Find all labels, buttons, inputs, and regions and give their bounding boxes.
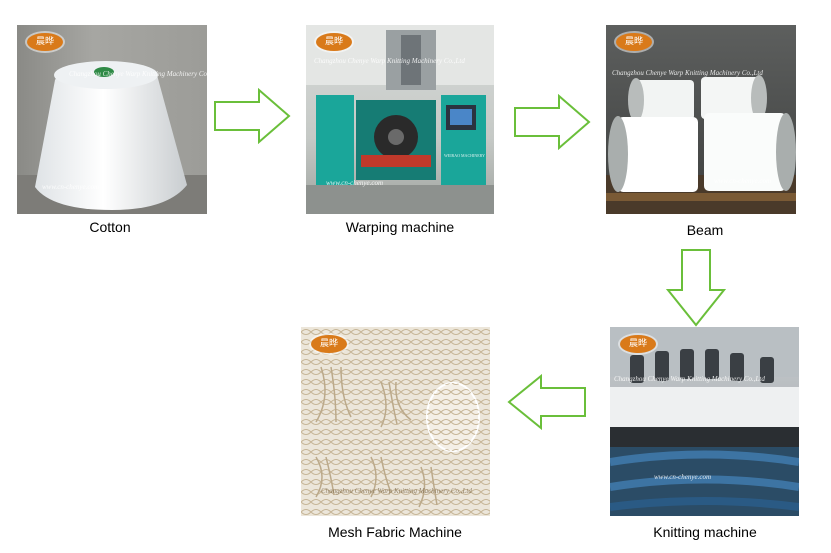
hollow-block-arrow-icon bbox=[666, 249, 726, 327]
brand-logo: 晨晔 bbox=[316, 33, 352, 51]
knitting-machine-photo: 晨晔 Changzhou Chenye Warp Knitting Machin… bbox=[610, 327, 799, 516]
step-caption: Cotton bbox=[89, 219, 131, 235]
mesh-fabric-image bbox=[301, 327, 490, 516]
company-watermark: Changzhou Chenye Warp Knitting Machinery… bbox=[612, 69, 763, 77]
panel-label: WEIRAO MACHINERY bbox=[444, 153, 485, 158]
company-watermark: Changzhou Chenye Warp Knitting Machinery… bbox=[614, 375, 765, 383]
brand-logo: 晨晔 bbox=[616, 33, 652, 51]
url-watermark: www.cn-chenye.com bbox=[714, 177, 772, 185]
warping-machine-photo: 晨晔 Changzhou Chenye Warp Knitting Machin… bbox=[306, 25, 494, 214]
cotton-photo: 晨晔 Changzhou Chenye Warp Knitting Machin… bbox=[17, 25, 207, 214]
warping-machine-image bbox=[306, 25, 494, 214]
cotton-cone-image bbox=[17, 61, 207, 214]
step-caption: Knitting machine bbox=[653, 524, 757, 540]
step-caption: Warping machine bbox=[345, 219, 455, 235]
hollow-block-arrow-icon bbox=[514, 94, 591, 150]
company-watermark: Changzhou Chenye Warp Knitting Machinery… bbox=[69, 70, 207, 78]
company-watermark: Changzhou Chenye Warp Knitting Machinery… bbox=[321, 487, 472, 495]
brand-logo: 晨晔 bbox=[27, 33, 63, 51]
brand-logo: 晨晔 bbox=[311, 335, 347, 353]
step-caption: Mesh Fabric Machine bbox=[328, 524, 462, 540]
company-watermark: Changzhou Chenye Warp Knitting Machinery… bbox=[314, 57, 465, 65]
hollow-block-arrow-icon bbox=[214, 88, 291, 144]
beam-image bbox=[606, 75, 796, 214]
brand-logo: 晨晔 bbox=[620, 335, 656, 353]
mesh-fabric-photo: 晨晔 Changzhou Chenye Warp Knitting Machin… bbox=[301, 327, 490, 516]
url-watermark: www.cn-chenye.com bbox=[42, 183, 100, 191]
step-caption: Beam bbox=[686, 222, 724, 238]
beam-photo: 晨晔 Changzhou Chenye Warp Knitting Machin… bbox=[606, 25, 796, 214]
url-watermark: www.cn-chenye.com bbox=[326, 179, 384, 187]
hollow-block-arrow-icon bbox=[507, 374, 586, 430]
url-watermark: www.cn-chenye.com bbox=[654, 473, 712, 481]
knitting-machine-image bbox=[610, 327, 799, 516]
